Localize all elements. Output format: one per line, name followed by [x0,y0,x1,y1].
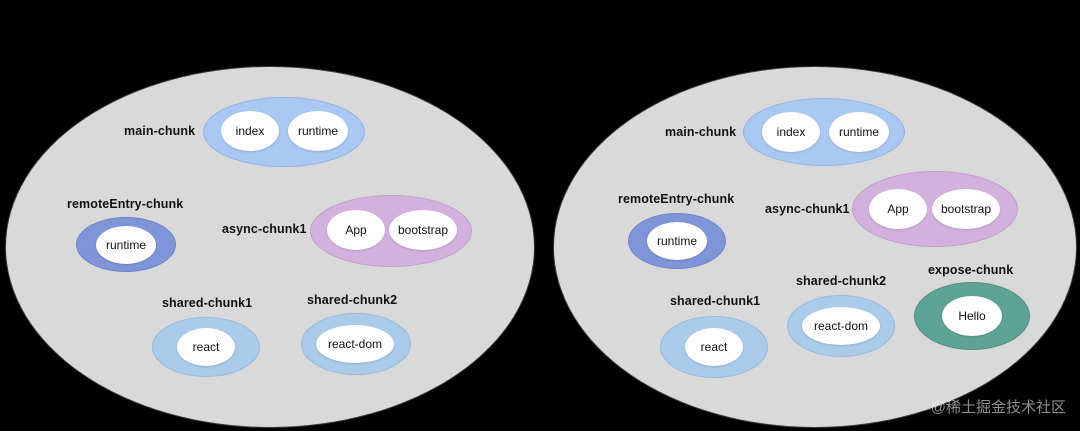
left-async-bootstrap-item: bootstrap [389,210,457,250]
left-shared-chunk1-label: shared-chunk1 [162,296,253,310]
right-shared-react-dom-item: react-dom [802,307,880,345]
left-shared-react-item: react [177,328,235,366]
watermark-text: @稀土掘金技术社区 [930,399,1066,416]
right-shared-chunk1-label: shared-chunk1 [670,294,761,308]
right-main-index-item: index [762,112,820,152]
left-async-app-item: App [327,210,385,250]
right-main-chunk-label: main-chunk [665,125,737,139]
right-async-bootstrap-item: bootstrap [932,189,1000,229]
right-main-runtime-item: runtime [829,112,889,152]
left-async-chunk-label: async-chunk1 [222,222,307,236]
right-async-app-item: App [869,189,927,229]
left-main-index-item: index [221,111,279,151]
left-shared-chunk2-label: shared-chunk2 [307,293,398,307]
left-main-chunk-label: main-chunk [124,124,196,138]
right-shared-chunk2-label: shared-chunk2 [796,274,887,288]
right-remote-entry-runtime-item: runtime [647,222,707,260]
left-main-runtime-item: runtime [288,111,348,151]
right-expose-hello-item: Hello [942,296,1002,336]
right-remote-entry-chunk-label: remoteEntry-chunk [618,192,735,206]
left-shared-react-dom-item: react-dom [316,325,394,363]
left-remote-entry-runtime-item: runtime [96,226,156,264]
right-shared-react-item: react [685,328,743,366]
right-async-chunk-label: async-chunk1 [765,202,850,216]
left-remote-entry-chunk-label: remoteEntry-chunk [67,197,184,211]
right-expose-chunk-label: expose-chunk [928,263,1014,277]
